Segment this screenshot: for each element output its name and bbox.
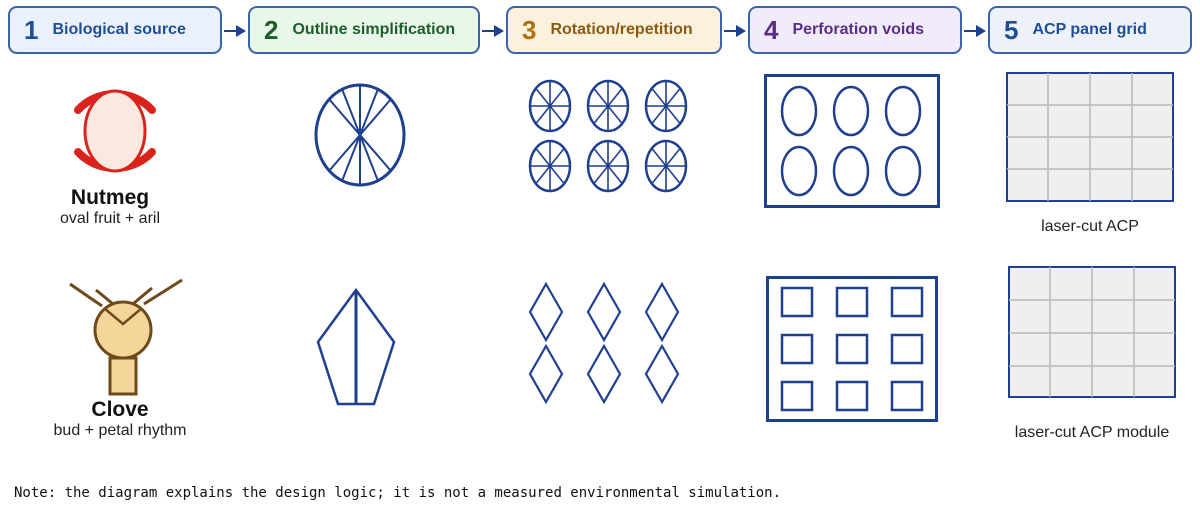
clove-icon [69, 278, 183, 396]
nutmeg-name: Nutmeg [70, 186, 150, 209]
diamond-shape [528, 281, 564, 343]
oval-rosette-icon [644, 79, 688, 133]
diamond-shape [586, 343, 622, 405]
nutmeg-caption: Nutmeg oval fruit + aril [40, 186, 180, 228]
diamond-shape [528, 343, 564, 405]
diamond-shape [586, 281, 622, 343]
stage-2-box: 2 Outline simplification [248, 6, 480, 54]
arrow-3-icon [724, 25, 746, 37]
stage-4-number: 4 [764, 14, 779, 45]
diamond-shape [644, 281, 680, 343]
oval-rosette-icon [644, 139, 688, 193]
stage-3-box: 3 Rotation/repetition [506, 6, 722, 54]
panel-caption-1: laser-cut ACP [1041, 218, 1139, 235]
stage-3-label: Rotation/repetition [550, 21, 693, 38]
oval-perforation-panel-icon [764, 74, 940, 208]
arrow-1-icon [224, 25, 246, 37]
diamond-shape [644, 343, 680, 405]
oval-rosette-icon [586, 79, 630, 133]
oval-rosette-icon [528, 79, 572, 133]
diamond-repetition-icon [528, 281, 680, 405]
oval-rosette-icon [586, 139, 630, 193]
arrow-4-icon [964, 25, 986, 37]
stage-2-label: Outline simplification [292, 21, 456, 38]
stage-2-number: 2 [264, 14, 279, 45]
stage-5-number: 5 [1004, 14, 1019, 45]
acp-panel-grid-1 [1006, 72, 1174, 202]
petal-outline-icon [316, 287, 396, 406]
stage-3-number: 3 [522, 14, 537, 45]
square-perforation-panel-icon [766, 276, 938, 422]
oval-outline-icon [314, 83, 406, 187]
nutmeg-icon [74, 89, 156, 173]
clove-description: bud + petal rhythm [53, 422, 187, 439]
nutmeg-description: oval fruit + aril [59, 210, 161, 227]
arrow-2-icon [482, 25, 504, 37]
acp-panel-grid-2 [1008, 266, 1176, 398]
stage-1-label: Biological source [52, 21, 186, 38]
stage-1-box: 1 Biological source [8, 6, 222, 54]
stage-1-number: 1 [24, 14, 39, 45]
oval-rosette-icon [528, 139, 572, 193]
panel-caption-2: laser-cut ACP module [1014, 424, 1170, 441]
clove-caption: Clove bud + petal rhythm [50, 398, 190, 440]
clove-name: Clove [91, 398, 149, 421]
stage-5-box: 5 ACP panel grid [988, 6, 1192, 54]
footnote: Note: the diagram explains the design lo… [14, 485, 782, 501]
stage-5-label: ACP panel grid [1032, 21, 1147, 38]
stage-4-box: 4 Perforation voids [748, 6, 962, 54]
oval-repetition-icon [528, 79, 688, 193]
stage-4-label: Perforation voids [792, 21, 925, 38]
